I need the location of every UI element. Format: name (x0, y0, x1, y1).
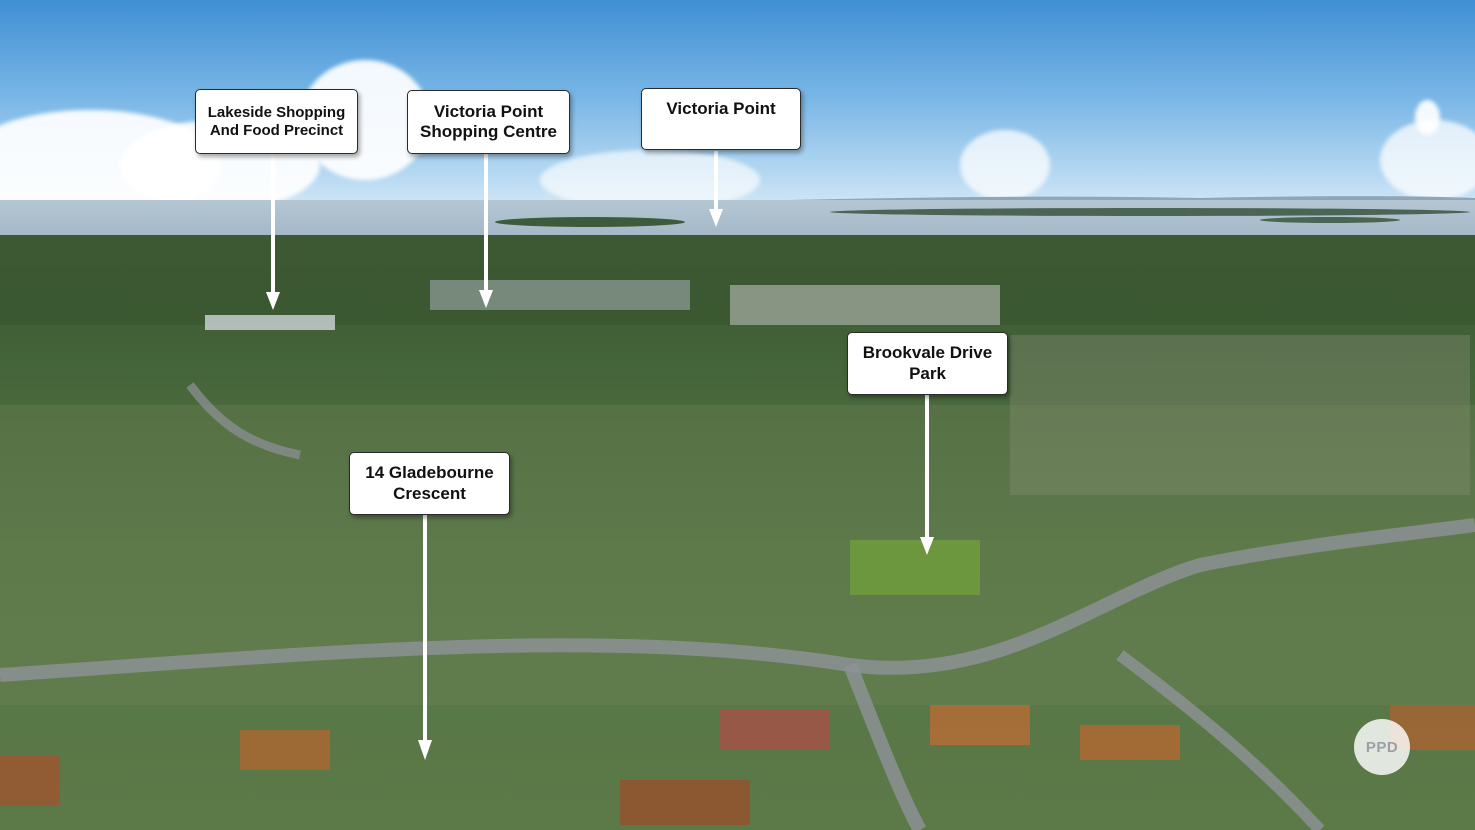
suburb-details (0, 235, 1475, 830)
islands (495, 208, 1470, 227)
label-gladebourne: 14 Gladebourne Crescent (349, 452, 510, 515)
cloud (960, 130, 1050, 200)
label-victoria-point: Victoria Point (641, 88, 801, 150)
arrow-down-icon (920, 394, 934, 555)
label-vp-shopping: Victoria Point Shopping Centre (407, 90, 570, 154)
label-brookvale: Brookvale Drive Park (847, 332, 1008, 395)
label-lakeside: Lakeside Shopping And Food Precinct (195, 89, 358, 154)
arrow-down-icon (418, 514, 432, 760)
label-line: And Food Precinct (209, 121, 344, 139)
watermark-text: PPD (1365, 738, 1399, 756)
label-line: Victoria Point (666, 99, 776, 118)
label-line: Lakeside Shopping (207, 103, 346, 121)
label-line: Shopping Centre (420, 122, 557, 141)
arrow-down-icon (479, 152, 493, 308)
label-line: Crescent (393, 483, 466, 503)
watermark-logo: PPD (1354, 719, 1410, 775)
arrow-down-icon (266, 152, 280, 310)
label-line: 14 Gladebourne (365, 463, 494, 483)
arrow-down-icon (709, 151, 723, 227)
label-line: Park (909, 363, 946, 383)
label-line: Victoria Point (433, 101, 544, 121)
label-line: Brookvale Drive (862, 343, 993, 363)
cloud (1415, 100, 1440, 135)
